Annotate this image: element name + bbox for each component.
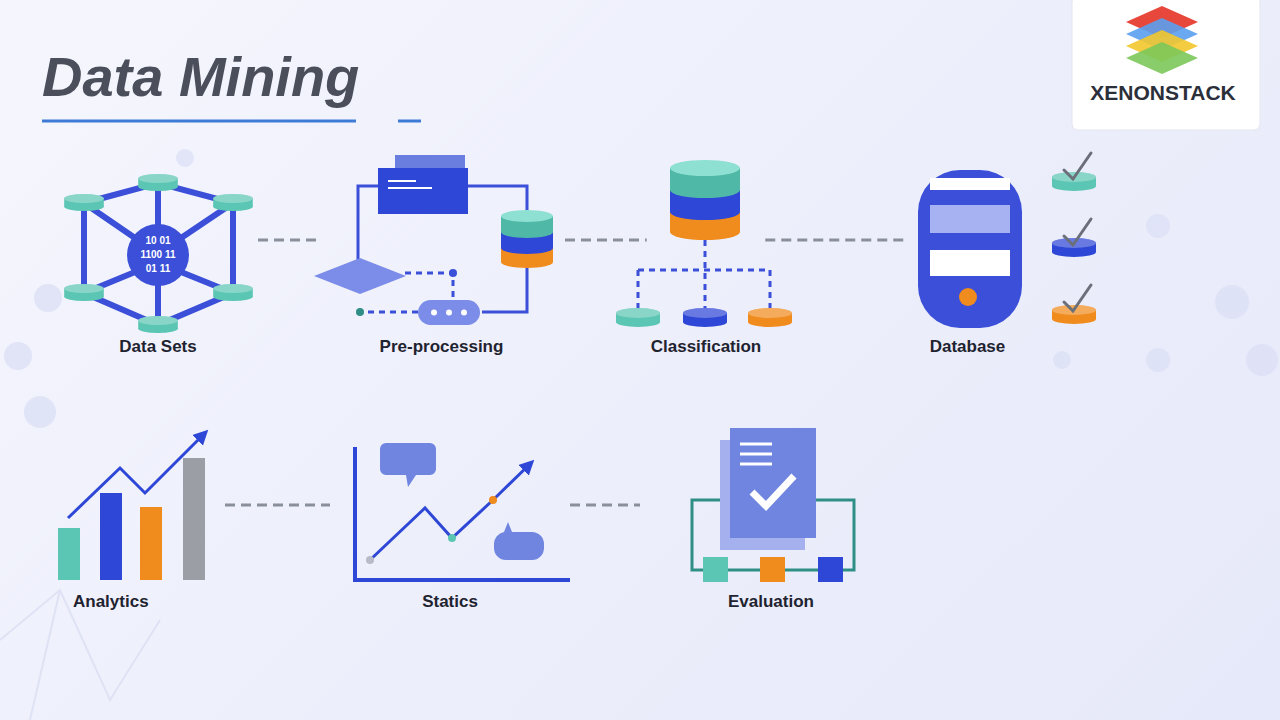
node-label: Data Sets [119,336,196,358]
binary-digits: 1100 11 [140,249,175,261]
dashed-connector [258,239,318,242]
logo-wordmark: XENONSTACK [1090,80,1235,106]
dashed-connector [765,239,905,242]
node-label: Database [930,336,1006,358]
dashed-connector [565,239,647,242]
diagram-title: Data Mining [42,46,359,108]
node-label: Pre-processing [380,336,504,358]
node-label: Classification [651,336,762,358]
icon-node: Pre-processing [318,170,565,362]
dashed-connector [225,504,330,507]
dashed-connector [570,504,640,507]
icon-node: Database [905,170,1030,362]
icon-node: Evaluation [640,425,902,617]
node-label: Statics [422,591,478,613]
icon-node: Classification [647,170,766,362]
binary-digits: 10 01 [145,235,170,247]
icon-node: Statics [330,425,570,617]
binary-digits: 01 11 [146,263,170,275]
icon-node: Analytics [55,425,225,617]
node-label: Evaluation [728,591,814,613]
node-label: Analytics [73,591,149,613]
